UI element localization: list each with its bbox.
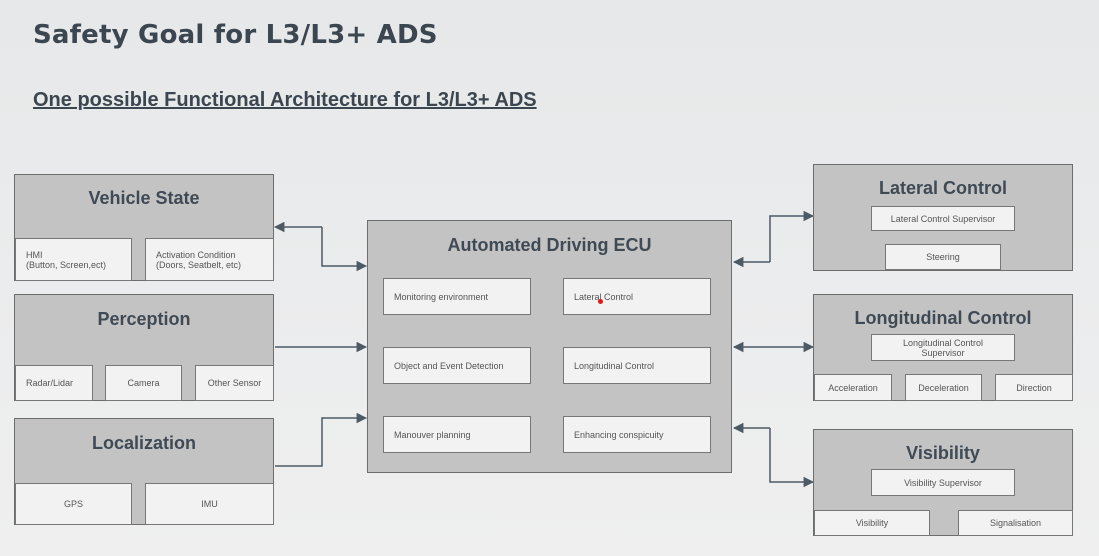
acceleration-box: Acceleration: [814, 374, 892, 401]
arrow-vehicle-state-ecu: [321, 227, 368, 272]
lateral-control-title: Lateral Control: [878, 178, 1007, 198]
slide-title: Safety Goal for L3/L3+ ADS: [33, 20, 438, 50]
longitudinal-control-supervisor: Longitudinal Control Supervisor: [871, 334, 1015, 361]
pointer-dot: [598, 299, 603, 304]
arrow-ecu-lateral: [769, 210, 815, 262]
slide-subtitle: One possible Functional Architecture for…: [33, 89, 537, 111]
signalisation-box: Signalisation: [958, 510, 1073, 536]
activation-condition-detail: (Doors, Seatbelt, etc): [156, 259, 242, 270]
visibility-block: Visibility Visibility Supervisor Visibil…: [813, 429, 1073, 536]
visibility-box: Visibility: [814, 510, 930, 536]
visibility-title: Visibility: [906, 443, 980, 463]
direction-box: Direction: [995, 374, 1073, 401]
imu-box: IMU: [145, 483, 274, 525]
ecu-enhancing-conspicuity: Enhancing conspicuity: [563, 416, 711, 453]
lateral-control-supervisor: Lateral Control Supervisor: [871, 206, 1015, 231]
ecu-object-event-detection: Object and Event Detection: [383, 347, 531, 384]
longitudinal-control-block: Longitudinal Control Longitudinal Contro…: [813, 294, 1073, 401]
deceleration-box: Deceleration: [905, 374, 982, 401]
hmi-label: HMI: [26, 249, 43, 260]
localization-block: Localization GPS IMU: [14, 418, 274, 525]
localization-title: Localization: [91, 433, 196, 453]
perception-block: Perception Radar/Lidar Camera Other Sens…: [14, 294, 274, 401]
ecu-manouver-planning: Manouver planning: [383, 416, 531, 453]
automated-driving-ecu-block: Automated Driving ECU Monitoring environ…: [367, 220, 732, 473]
ecu-lateral-control: Lateral Control: [563, 278, 711, 315]
perception-title: Perception: [97, 309, 191, 329]
lateral-control-block: Lateral Control Lateral Control Supervis…: [813, 164, 1073, 271]
camera-box: Camera: [105, 365, 182, 401]
radar-lidar-box: Radar/Lidar: [15, 365, 93, 401]
activation-condition-box: Activation Condition (Doors, Seatbelt, e…: [145, 238, 274, 281]
arrow-localization-ecu: [275, 412, 368, 467]
longitudinal-supervisor-line1: Longitudinal Control: [902, 337, 984, 348]
vehicle-state-title: Vehicle State: [88, 188, 200, 208]
ecu-longitudinal-control: Longitudinal Control: [563, 347, 711, 384]
vehicle-state-block: Vehicle State HMI (Button, Screen,ect) A…: [14, 174, 274, 281]
hmi-detail: (Button, Screen,ect): [26, 259, 107, 270]
activation-condition-label: Activation Condition: [156, 249, 236, 260]
visibility-supervisor: Visibility Supervisor: [871, 469, 1015, 496]
longitudinal-control-title: Longitudinal Control: [854, 308, 1032, 328]
ecu-monitoring-environment: Monitoring environment: [383, 278, 531, 315]
arrow-ecu-visibility: [769, 428, 815, 488]
steering-box: Steering: [885, 244, 1001, 270]
ecu-title: Automated Driving ECU: [447, 235, 652, 255]
other-sensor-box: Other Sensor: [195, 365, 274, 401]
gps-box: GPS: [15, 483, 132, 525]
hmi-box: HMI (Button, Screen,ect): [15, 238, 132, 281]
longitudinal-supervisor-line2: Supervisor: [921, 347, 965, 358]
